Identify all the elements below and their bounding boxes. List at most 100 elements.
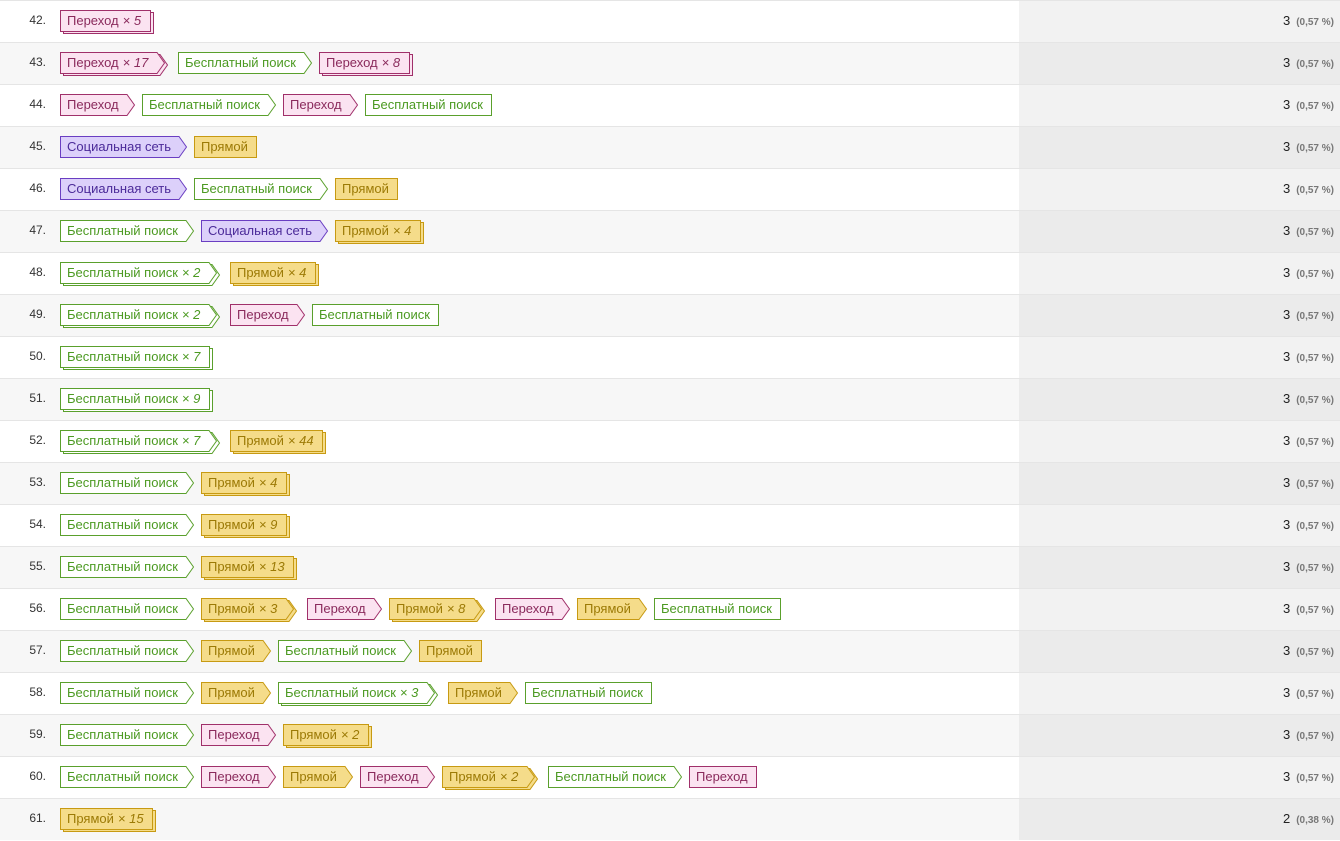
- path-step-referral[interactable]: Переход: [307, 598, 383, 622]
- step-shape: [319, 52, 413, 76]
- path-step-organic-search[interactable]: Бесплатный поиск× 7: [60, 430, 221, 454]
- path-step-direct[interactable]: Прямой: [335, 178, 398, 202]
- path-step-direct[interactable]: Прямой: [201, 640, 272, 664]
- step-shape: [283, 766, 354, 788]
- step-body: [60, 808, 153, 830]
- step-body: [283, 766, 354, 788]
- path-step-organic-search[interactable]: Бесплатный поиск× 2: [60, 262, 221, 286]
- path-step-direct[interactable]: Прямой× 2: [283, 724, 372, 748]
- path-step-organic-search[interactable]: Бесплатный поиск: [548, 766, 683, 790]
- path-step-referral[interactable]: Переход: [201, 724, 277, 748]
- step-channel-name: Бесплатный поиск: [67, 391, 178, 406]
- path-step-organic-search[interactable]: Бесплатный поиск: [60, 640, 195, 664]
- path-step-referral[interactable]: Переход× 17: [60, 52, 169, 76]
- path-step-direct[interactable]: Прямой: [419, 640, 482, 664]
- path-step-social[interactable]: Социальная сеть: [60, 136, 188, 160]
- path-step-referral[interactable]: Переход: [60, 94, 136, 118]
- step-label: Прямой× 4: [230, 262, 315, 284]
- path-step-organic-search[interactable]: Бесплатный поиск: [60, 556, 195, 580]
- path-step-referral[interactable]: Переход: [360, 766, 436, 790]
- path-step-organic-search[interactable]: Бесплатный поиск× 3: [278, 682, 439, 706]
- step-label: Бесплатный поиск: [60, 682, 194, 704]
- path-step-direct[interactable]: Прямой: [283, 766, 354, 790]
- step-body: [360, 766, 436, 788]
- conversion-percent: (0,57 %): [1296, 647, 1334, 658]
- path-step-direct[interactable]: Прямой× 4: [230, 262, 319, 286]
- path-step-direct[interactable]: Прямой× 4: [335, 220, 424, 244]
- step-label: Бесплатный поиск: [142, 94, 276, 116]
- path-step-referral[interactable]: Переход× 8: [319, 52, 413, 76]
- metric-cell: [1019, 463, 1340, 504]
- path-step-organic-search[interactable]: Бесплатный поиск: [60, 682, 195, 706]
- path-step-direct[interactable]: Прямой× 15: [60, 808, 156, 832]
- path-step-organic-search[interactable]: Бесплатный поиск× 2: [60, 304, 221, 328]
- path-step-organic-search[interactable]: Бесплатный поиск: [525, 682, 652, 706]
- step-channel-name: Переход: [314, 601, 366, 616]
- path-step-direct[interactable]: Прямой× 44: [230, 430, 326, 454]
- step-body: [278, 640, 413, 662]
- path-step-organic-search[interactable]: Бесплатный поиск: [654, 598, 781, 622]
- path-step-direct[interactable]: Прямой× 2: [442, 766, 539, 790]
- path-step-direct[interactable]: Прямой× 4: [201, 472, 290, 496]
- step-shape: [230, 262, 319, 286]
- path-step-social[interactable]: Социальная сеть: [201, 220, 329, 244]
- path-step-organic-search[interactable]: Бесплатный поиск: [60, 724, 195, 748]
- path-step-direct[interactable]: Прямой× 8: [389, 598, 486, 622]
- path-step-referral[interactable]: Переход: [201, 766, 277, 790]
- conversion-path: Социальная сеть Прямой: [60, 136, 264, 160]
- path-step-organic-search[interactable]: Бесплатный поиск: [60, 598, 195, 622]
- conversion-count: 3(0,57 %): [1283, 432, 1334, 450]
- path-step-organic-search[interactable]: Бесплатный поиск: [312, 304, 439, 328]
- step-shape: [230, 430, 326, 454]
- metric-cell: [1019, 211, 1340, 252]
- path-step-referral[interactable]: Переход× 5: [60, 10, 154, 34]
- path-step-referral[interactable]: Переход: [283, 94, 359, 118]
- metric-cell: [1019, 379, 1340, 420]
- step-label: Прямой× 2: [442, 766, 534, 788]
- path-step-organic-search[interactable]: Бесплатный поиск: [60, 220, 195, 244]
- step-channel-name: Бесплатный поиск: [661, 601, 772, 616]
- path-step-organic-search[interactable]: Бесплатный поиск: [365, 94, 492, 118]
- path-step-organic-search[interactable]: Бесплатный поиск: [278, 640, 413, 664]
- step-channel-name: Прямой: [342, 223, 389, 238]
- row-rank: 59.: [29, 727, 46, 741]
- path-step-direct[interactable]: Прямой: [577, 598, 648, 622]
- path-step-direct[interactable]: Прямой: [201, 682, 272, 706]
- path-step-organic-search[interactable]: Бесплатный поиск: [60, 472, 195, 496]
- path-step-direct[interactable]: Прямой: [448, 682, 519, 706]
- conversion-count: 3(0,57 %): [1283, 390, 1334, 408]
- path-step-social[interactable]: Социальная сеть: [60, 178, 188, 202]
- path-step-referral[interactable]: Переход: [230, 304, 306, 328]
- step-shape: [365, 94, 492, 116]
- step-label: Прямой× 2: [283, 724, 368, 746]
- metric-cell: [1019, 127, 1340, 168]
- conversion-percent: (0,57 %): [1296, 17, 1334, 28]
- conversion-path: Бесплатный поиск× 7: [60, 346, 223, 370]
- path-step-organic-search[interactable]: Бесплатный поиск: [178, 52, 313, 76]
- step-multiplier: × 5: [122, 13, 142, 28]
- path-step-referral[interactable]: Переход: [495, 598, 571, 622]
- path-step-direct[interactable]: Прямой: [194, 136, 257, 160]
- path-step-referral[interactable]: Переход: [689, 766, 757, 790]
- path-step-direct[interactable]: Прямой× 13: [201, 556, 297, 580]
- step-shape: [60, 472, 195, 494]
- conversion-path: Переход× 5: [60, 10, 164, 34]
- path-step-organic-search[interactable]: Бесплатный поиск× 7: [60, 346, 213, 370]
- step-channel-name: Переход: [326, 55, 378, 70]
- path-step-direct[interactable]: Прямой× 3: [201, 598, 298, 622]
- path-step-organic-search[interactable]: Бесплатный поиск: [142, 94, 277, 118]
- path-step-direct[interactable]: Прямой× 9: [201, 514, 290, 538]
- path-step-organic-search[interactable]: Бесплатный поиск: [194, 178, 329, 202]
- metric-cell: [1019, 337, 1340, 378]
- step-shape: [495, 598, 571, 620]
- path-step-organic-search[interactable]: Бесплатный поиск: [60, 766, 195, 790]
- path-step-organic-search[interactable]: Бесплатный поиск: [60, 514, 195, 538]
- step-label: Прямой× 44: [230, 430, 323, 452]
- step-label: Переход: [495, 598, 570, 620]
- path-step-organic-search[interactable]: Бесплатный поиск× 9: [60, 388, 213, 412]
- step-label: Социальная сеть: [60, 136, 187, 158]
- step-label: Прямой× 9: [201, 514, 286, 536]
